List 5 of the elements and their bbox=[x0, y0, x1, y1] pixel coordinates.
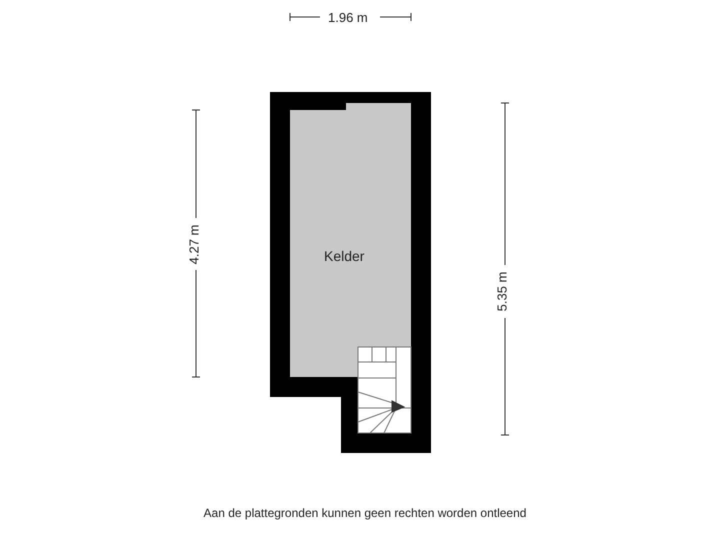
room-label: Kelder bbox=[324, 249, 364, 264]
dimension-label: 1.96 m bbox=[328, 10, 368, 25]
disclaimer-note: Aan de plattegronden kunnen geen rechten worden ontleend bbox=[202, 506, 528, 521]
dimension-label: 4.27 m bbox=[186, 224, 202, 264]
dimension-label: 5.35 m bbox=[494, 272, 510, 312]
